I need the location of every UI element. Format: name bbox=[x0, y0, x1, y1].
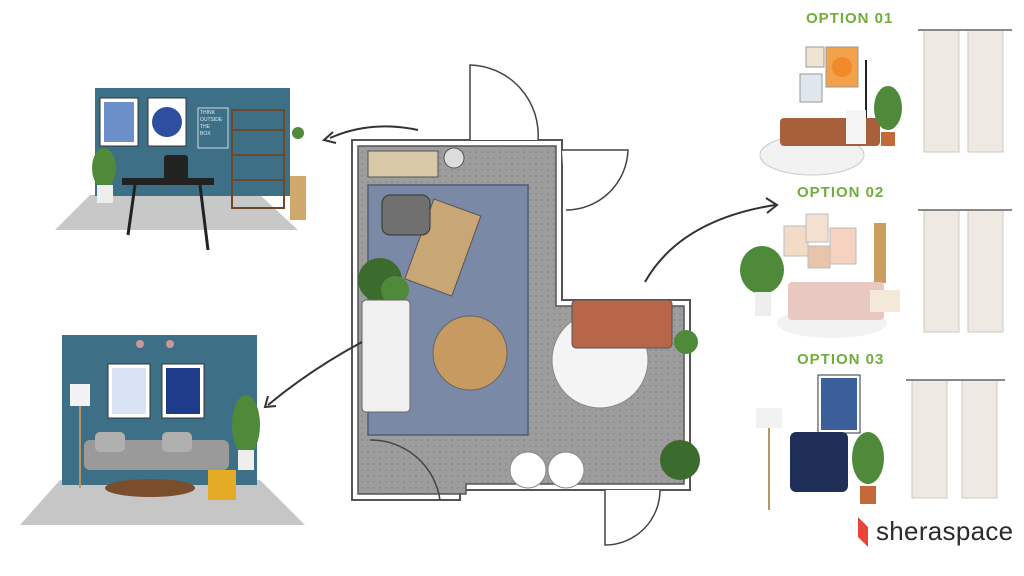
option-2-label: OPTION 02 bbox=[797, 184, 885, 201]
poster-line-4: BOX bbox=[200, 131, 211, 137]
poster-line-2: OUTSIDE bbox=[200, 117, 223, 123]
brand-name: sheraspace bbox=[876, 516, 1014, 546]
office-poster-text: THINK OUTSIDE THE BOX bbox=[200, 110, 222, 138]
brand: sheraspace bbox=[856, 516, 1013, 547]
option-1-label: OPTION 01 bbox=[806, 10, 894, 27]
poster-line-1: THINK bbox=[200, 110, 215, 116]
sheraspace-logo-icon bbox=[858, 516, 868, 547]
poster-line-3: THE bbox=[200, 124, 210, 130]
option-3-label: OPTION 03 bbox=[797, 351, 885, 368]
